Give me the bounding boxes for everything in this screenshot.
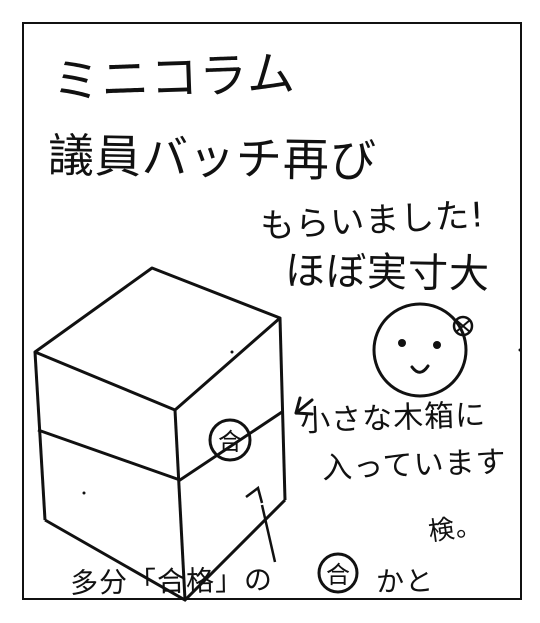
footer-text: 多分「合格」の — [69, 563, 274, 600]
size-note: ほぼ実寸大 — [284, 248, 491, 298]
column-headline: 議員バッチ再び — [47, 128, 378, 188]
box-label-line-2: 入っています — [321, 444, 508, 487]
footer-suffix: かと — [375, 564, 435, 599]
box-label-line-1: 小さな木箱に — [299, 397, 487, 440]
aside-text: 検。 — [426, 510, 485, 548]
column-title: ミニコラム — [51, 45, 297, 111]
